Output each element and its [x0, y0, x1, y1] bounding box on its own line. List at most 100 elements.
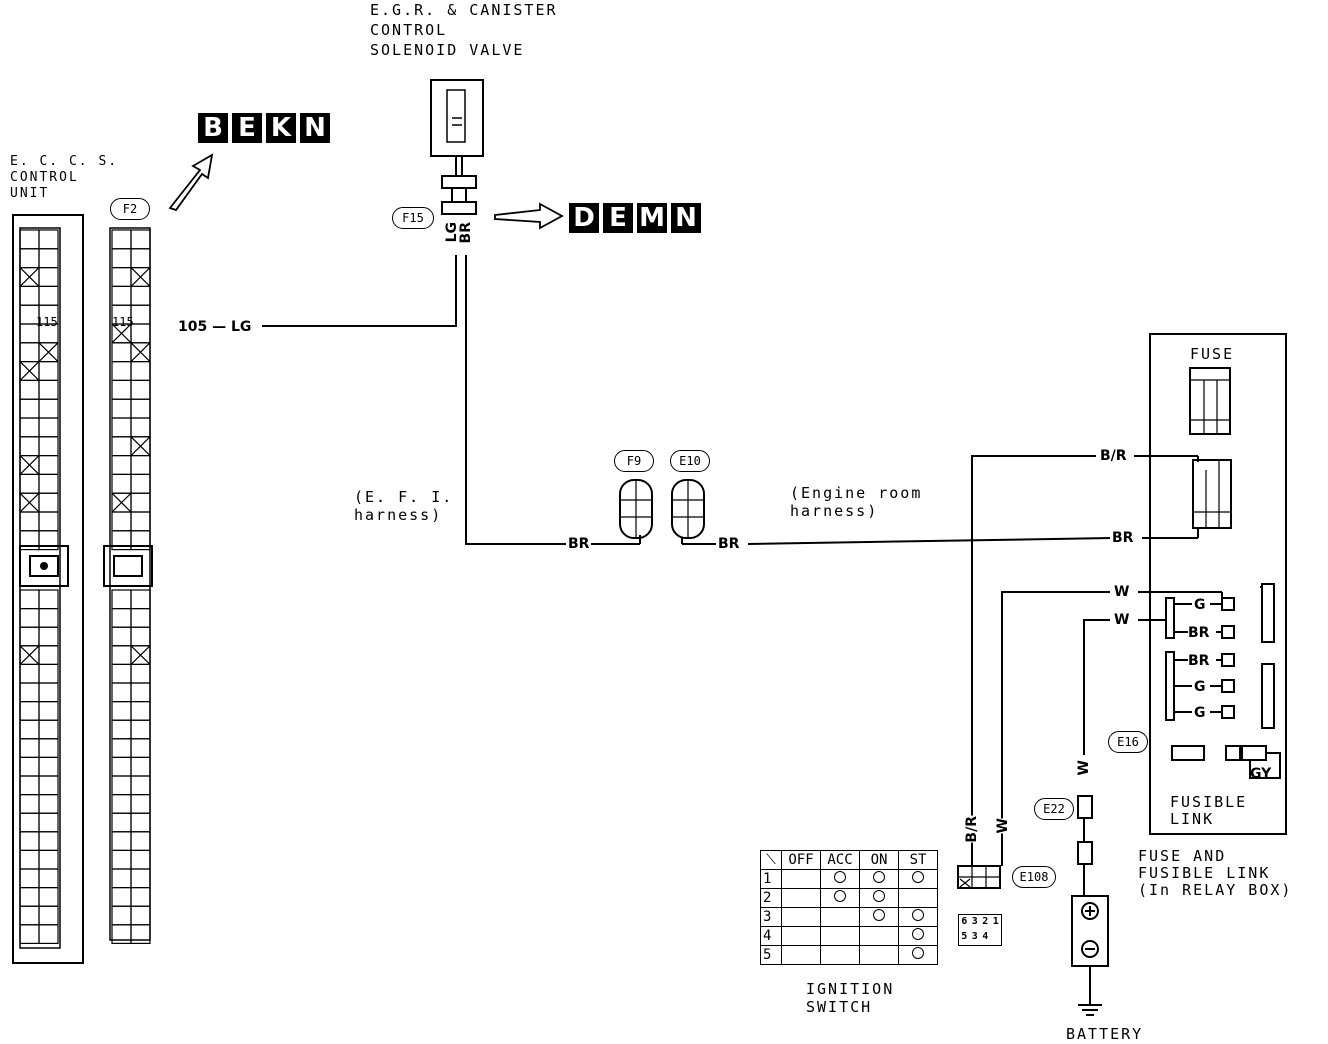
pin-cell [38, 793, 59, 814]
pin-cell [130, 756, 151, 777]
pin-cell [111, 626, 132, 647]
blank-pin-mark [130, 436, 151, 457]
row-number: 5 [760, 945, 782, 965]
switch-cell [820, 888, 860, 908]
pin-cell [19, 868, 40, 889]
wire-b-r-top: B/R [1098, 448, 1129, 464]
pin-cell [111, 756, 132, 777]
wire-g-3: G [1194, 705, 1206, 721]
egr-valve-label: E.G.R. & CANISTER CONTROL SOLENOID VALVE [370, 1, 558, 59]
table-header: ON [859, 850, 899, 870]
pin-cell [111, 645, 132, 665]
badge-letter: D [569, 203, 599, 233]
row-number: 4 [760, 926, 782, 946]
fusible-link-label: FUSIBLE LINK [1170, 793, 1248, 828]
blank-pin-mark [130, 342, 151, 363]
pin-cell [111, 342, 132, 363]
pin-cell [130, 905, 151, 926]
contact-icon [834, 890, 846, 902]
pin-cell [38, 511, 59, 532]
pin-cell [111, 849, 132, 870]
pin-cell [38, 719, 59, 740]
pin-cell [19, 831, 40, 851]
pin-cell [130, 398, 151, 419]
wire-br-vertical: BR [458, 222, 474, 244]
pin-cell [111, 229, 132, 250]
pin-cell [111, 473, 132, 494]
pin-cell [19, 285, 40, 306]
pin-cell [19, 473, 40, 494]
pin-cell [111, 738, 132, 758]
row-number: 2 [760, 888, 782, 908]
wire-b-r-vertical: B/R [964, 816, 980, 843]
table-corner: ⟍ [760, 850, 782, 870]
pin-cell [130, 868, 151, 889]
pin-cell [130, 361, 151, 382]
pin-cell [38, 267, 59, 288]
connector-f15: F15 [392, 207, 434, 229]
pin-cell [111, 719, 132, 740]
pin-cell [130, 663, 151, 684]
pin-cell [111, 682, 132, 703]
switch-cell [898, 926, 938, 946]
pin-cell [111, 607, 132, 628]
pin-cell [111, 285, 132, 306]
pin-cell [19, 700, 40, 721]
switch-cell [859, 926, 899, 946]
pin-cell [19, 775, 40, 796]
table-row: 2 [760, 888, 938, 908]
pin-label: 3 [971, 931, 978, 942]
switch-cell [781, 869, 821, 889]
pin-cell [38, 248, 59, 269]
pin-cell [19, 663, 40, 684]
pin-cell [19, 719, 40, 740]
pin-cell [130, 700, 151, 721]
pin-cell [38, 455, 59, 476]
pin-cell [130, 530, 151, 551]
pin-cell [130, 492, 151, 513]
pin-cell [130, 511, 151, 532]
badge-letter: K [266, 113, 296, 143]
badge-letter: M [637, 203, 667, 233]
pin-cell [130, 248, 151, 269]
pin-cell [19, 793, 40, 814]
table-row: 4 [760, 926, 938, 946]
pin-cell [38, 682, 59, 703]
contact-icon [873, 909, 885, 921]
connector-f9: F9 [614, 450, 654, 472]
pin-cell [130, 682, 151, 703]
pin-cell [19, 607, 40, 628]
switch-cell [898, 907, 938, 927]
pin-cell [19, 812, 40, 833]
switch-cell [820, 926, 860, 946]
pin-cell [38, 775, 59, 796]
blank-pin-mark [19, 492, 40, 513]
pin-cell [38, 812, 59, 833]
pin-cell [130, 793, 151, 814]
relay-box-label: FUSE AND FUSIBLE LINK (In RELAY BOX) [1138, 847, 1293, 899]
table-header: ST [898, 850, 938, 870]
pin-cell [38, 589, 59, 610]
pin-cell [38, 849, 59, 870]
pin-cell [38, 738, 59, 758]
badge-letter: B [198, 113, 228, 143]
pin-cell [19, 589, 40, 610]
pin-cell [111, 700, 132, 721]
contact-icon [873, 871, 885, 883]
wire-gy: GY [1250, 766, 1272, 782]
pin-cell [130, 775, 151, 796]
switch-cell [820, 945, 860, 965]
battery-label: BATTERY [1066, 1025, 1144, 1043]
blank-pin-mark [111, 323, 132, 344]
contact-icon [912, 947, 924, 959]
pin-cell [38, 229, 59, 250]
pin-cell [38, 626, 59, 647]
eccs-unit-outline [12, 214, 84, 964]
pin-cell [38, 607, 59, 628]
blank-pin-mark [111, 492, 132, 513]
engine-room-harness-label: (Engine room harness) [790, 484, 923, 520]
pin-cell [111, 775, 132, 796]
pin-cell [19, 436, 40, 457]
pin-cell [38, 905, 59, 926]
